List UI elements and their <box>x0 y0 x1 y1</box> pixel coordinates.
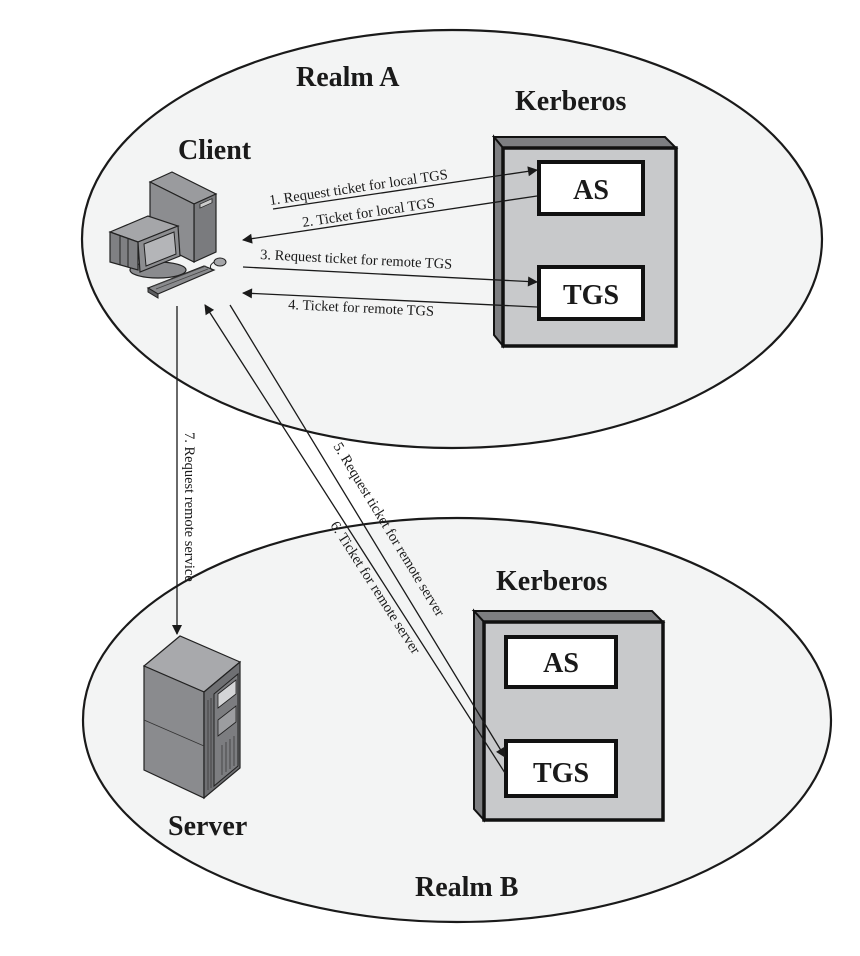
realm-a-title: Realm A <box>296 62 400 93</box>
realm-b-as-label: AS <box>543 648 579 679</box>
arrow-6-ticket-remote-server <box>204 304 506 774</box>
arrow-2-ticket-local-tgs <box>242 195 538 244</box>
realm-a-as-label: AS <box>573 175 609 206</box>
realm-b-tgs-box: TGS <box>504 739 618 798</box>
server-icon <box>142 635 242 800</box>
message-7-label: 7. Request remote service <box>181 432 197 582</box>
realm-b-kerberos-server: AS TGS <box>471 608 666 823</box>
realm-b-kerberos-label: Kerberos <box>496 566 608 597</box>
arrow-5-request-remote-server <box>229 304 506 758</box>
realm-a-kerberos-label: Kerberos <box>515 86 627 117</box>
arrow-1-request-local-tgs <box>272 166 538 210</box>
server-label: Server <box>168 811 247 842</box>
client-label: Client <box>178 135 252 166</box>
message-4-label: 4. Ticket for remote TGS <box>288 297 435 320</box>
realm-a-as-box: AS <box>537 160 645 216</box>
arrow-3-request-remote-tgs <box>242 266 538 287</box>
realm-a-tgs-label: TGS <box>563 280 619 311</box>
client-computer-icon <box>108 171 227 299</box>
realm-a-tgs-box: TGS <box>537 265 645 321</box>
realm-b-tgs-label: TGS <box>533 758 589 789</box>
realm-b-as-box: AS <box>504 635 618 689</box>
realm-b-title: Realm B <box>415 872 518 903</box>
arrow-4-ticket-remote-tgs <box>242 288 538 308</box>
realm-a-kerberos-server: AS TGS <box>491 134 679 349</box>
